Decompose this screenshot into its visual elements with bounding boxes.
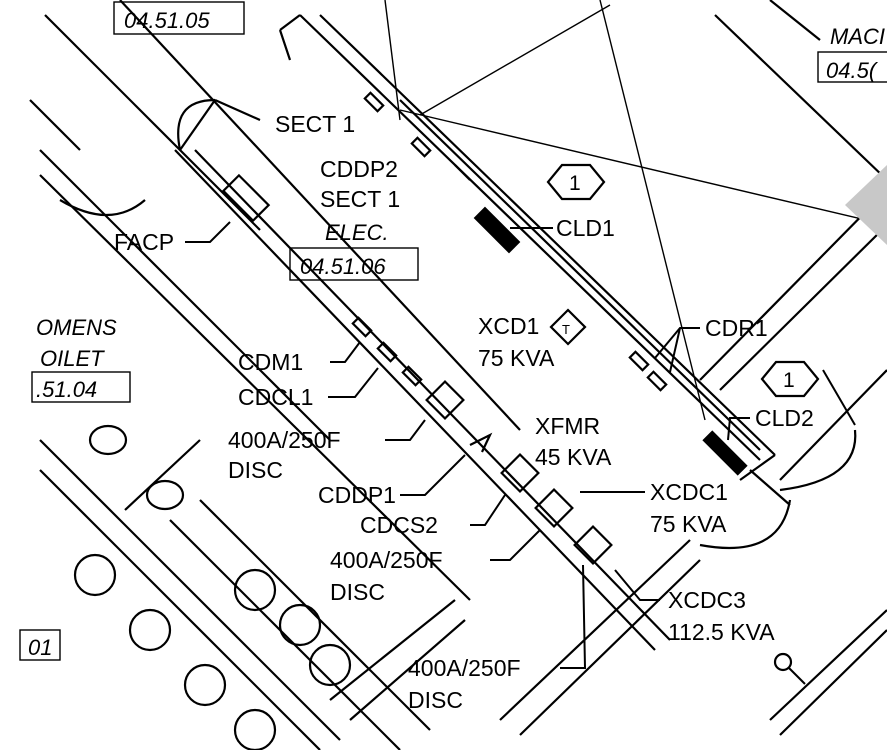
keynote-hex-2: 1 <box>783 369 795 392</box>
label-disc-b2: DISC <box>330 579 385 605</box>
device-symbol <box>773 652 806 685</box>
label-xfmr-kva: 45 KVA <box>535 444 612 470</box>
room-tags: 04.51.05 ELEC. 04.51.06 OMENS OILET .51.… <box>19 1 887 661</box>
label-disc-a2: DISC <box>228 457 283 483</box>
diamond-tag: T <box>562 322 570 337</box>
label-facp: FACP <box>114 229 174 255</box>
label-xcdc3-kva: 112.5 KVA <box>668 619 775 645</box>
label-cdcl1: CDCL1 <box>238 384 313 410</box>
label-xcdc3: XCDC3 <box>668 587 746 613</box>
label-cdcs2: CDCS2 <box>360 512 438 538</box>
label-disc-c2: DISC <box>408 687 463 713</box>
toilet-fixtures <box>73 424 352 750</box>
label-disc-c: 400A/250F <box>408 655 521 681</box>
label-cdm1: CDM1 <box>238 349 303 375</box>
room-number-elec: 04.51.06 <box>300 254 386 279</box>
label-xcdc1: XCDC1 <box>650 479 728 505</box>
keynote-hex-1: 1 <box>569 172 581 195</box>
walls <box>29 0 887 750</box>
label-cld1: CLD1 <box>556 215 615 241</box>
equipment-labels: SECT 1 CDDP2 SECT 1 FACP CLD1 XCD1 75 KV… <box>114 111 814 713</box>
room-sightlines <box>384 0 887 421</box>
room-number-lower-left: 01 <box>28 635 52 660</box>
label-cdr1: CDR1 <box>705 315 768 341</box>
room-name-toilet-2: OILET <box>40 346 105 371</box>
label-xcd1: XCD1 <box>478 313 539 339</box>
label-xcdc1-kva: 75 KVA <box>650 511 727 537</box>
label-sect1-top: SECT 1 <box>275 111 355 137</box>
room-number-mach: 04.5( <box>826 58 879 83</box>
room-name-toilet-1: OMENS <box>36 315 117 340</box>
label-cddp1: CDDP1 <box>318 482 396 508</box>
label-disc-b: 400A/250F <box>330 547 443 573</box>
label-xfmr: XFMR <box>535 413 600 439</box>
section-marker <box>845 165 887 245</box>
room-name-elec: ELEC. <box>325 220 389 245</box>
room-number-top: 04.51.05 <box>124 8 210 33</box>
equipment-blocks <box>221 91 748 565</box>
label-cld2: CLD2 <box>755 405 814 431</box>
label-xcd1-kva: 75 KVA <box>478 345 555 371</box>
leaders <box>185 221 856 669</box>
door-swings <box>59 98 857 550</box>
label-disc-a: 400A/250F <box>228 427 341 453</box>
keynote-symbols: 1 1 T <box>546 163 820 398</box>
room-number-toilet: .51.04 <box>36 377 97 402</box>
label-sect1: SECT 1 <box>320 186 400 212</box>
room-name-mach: MACI <box>830 24 885 49</box>
label-cddp2: CDDP2 <box>320 156 398 182</box>
